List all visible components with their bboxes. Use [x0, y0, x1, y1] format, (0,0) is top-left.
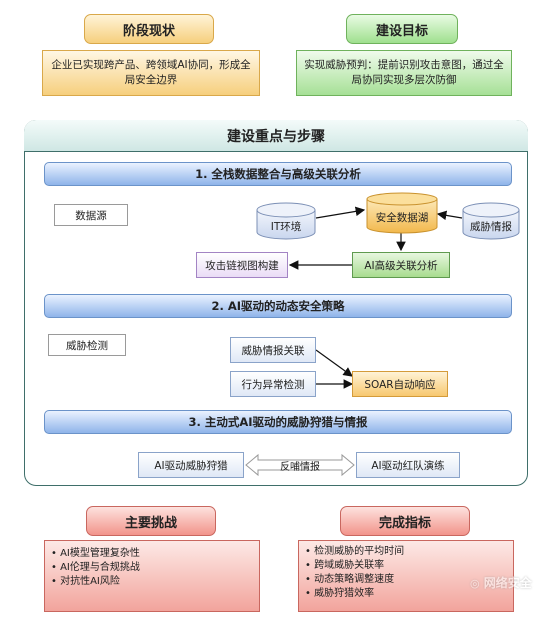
- goal-description: 实现威胁预判：提前识别攻击意图，通过全局协同实现多层次防御: [296, 50, 512, 96]
- step2-title-bar: 2. AI驱动的动态安全策略: [44, 294, 512, 318]
- feedback-double-arrow: 反哺情报: [244, 450, 356, 480]
- main-panel-title: 建设重点与步骤: [24, 120, 528, 152]
- it-environment-label: IT环境: [270, 220, 302, 233]
- metrics-title: 完成指标: [340, 506, 470, 536]
- behavior-anomaly-detection-node: 行为异常检测: [230, 371, 316, 397]
- step3-title-bar: 3. 主动式AI驱动的威胁狩猎与情报: [44, 410, 512, 434]
- metrics-list: 检测威胁的平均时间 跨域威胁关联率 动态策略调整速度 威胁狩猎效率: [298, 540, 514, 612]
- goal-title: 建设目标: [346, 14, 458, 44]
- threat-intelligence-label: 威胁情报: [470, 220, 512, 233]
- metric-item: 跨域威胁关联率: [305, 559, 507, 573]
- challenge-item: 对抗性AI风险: [51, 575, 253, 589]
- step1-title-bar: 1. 全栈数据整合与高级关联分析: [44, 162, 512, 186]
- feedback-label: 反哺情报: [280, 461, 320, 473]
- ai-threat-hunting-node: AI驱动威胁狩猎: [138, 452, 244, 478]
- threat-intel-correlation-node: 威胁情报关联: [230, 337, 316, 363]
- metric-item: 检测威胁的平均时间: [305, 545, 507, 559]
- challenge-item: AI伦理与合规挑战: [51, 561, 253, 575]
- security-data-lake-node: 安全数据湖: [366, 192, 438, 234]
- threat-intelligence-node: 威胁情报: [462, 202, 520, 240]
- metric-item: 威胁狩猎效率: [305, 587, 507, 601]
- it-environment-node: IT环境: [256, 202, 316, 240]
- ai-red-team-node: AI驱动红队演练: [356, 452, 460, 478]
- current-state-title: 阶段现状: [84, 14, 214, 44]
- metric-item: 动态策略调整速度: [305, 573, 507, 587]
- security-data-lake-label: 安全数据湖: [375, 211, 429, 224]
- ai-correlation-analysis-node: AI高级关联分析: [352, 252, 450, 278]
- challenges-list: AI模型管理复杂性 AI伦理与合规挑战 对抗性AI风险: [44, 540, 260, 612]
- threat-detection-tag: 威胁检测: [48, 334, 126, 356]
- watermark: ◎ 网络安全: [470, 576, 532, 590]
- challenge-item: AI模型管理复杂性: [51, 547, 253, 561]
- challenges-title: 主要挑战: [86, 506, 216, 536]
- data-source-tag: 数据源: [54, 204, 128, 226]
- current-state-description: 企业已实现跨产品、跨领域AI协同，形成全局安全边界: [42, 50, 260, 96]
- attack-chain-view-node: 攻击链视图构建: [196, 252, 288, 278]
- watermark-icon: ◎: [470, 577, 480, 590]
- soar-auto-response-node: SOAR自动响应: [352, 371, 448, 397]
